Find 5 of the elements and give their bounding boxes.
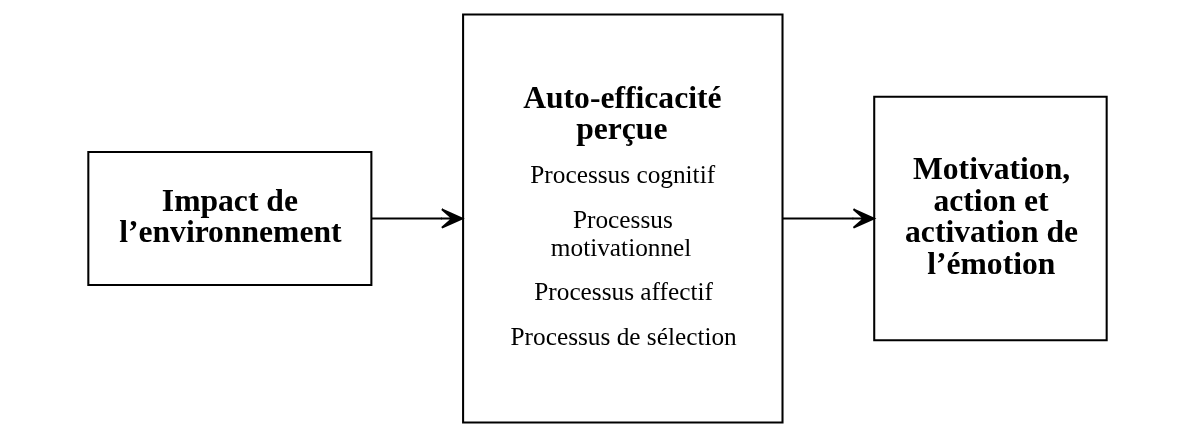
node-box: Auto-efficacité perçue Processus cognitif Processus motivationnel Processus affectif Processus de sélection (461, 13, 784, 424)
arrow (781, 208, 875, 229)
node-box: Impact de l’environnement (86, 151, 372, 286)
arrow (370, 208, 463, 229)
node-box: Motivation, action et activation de l’émotion (872, 95, 1108, 342)
